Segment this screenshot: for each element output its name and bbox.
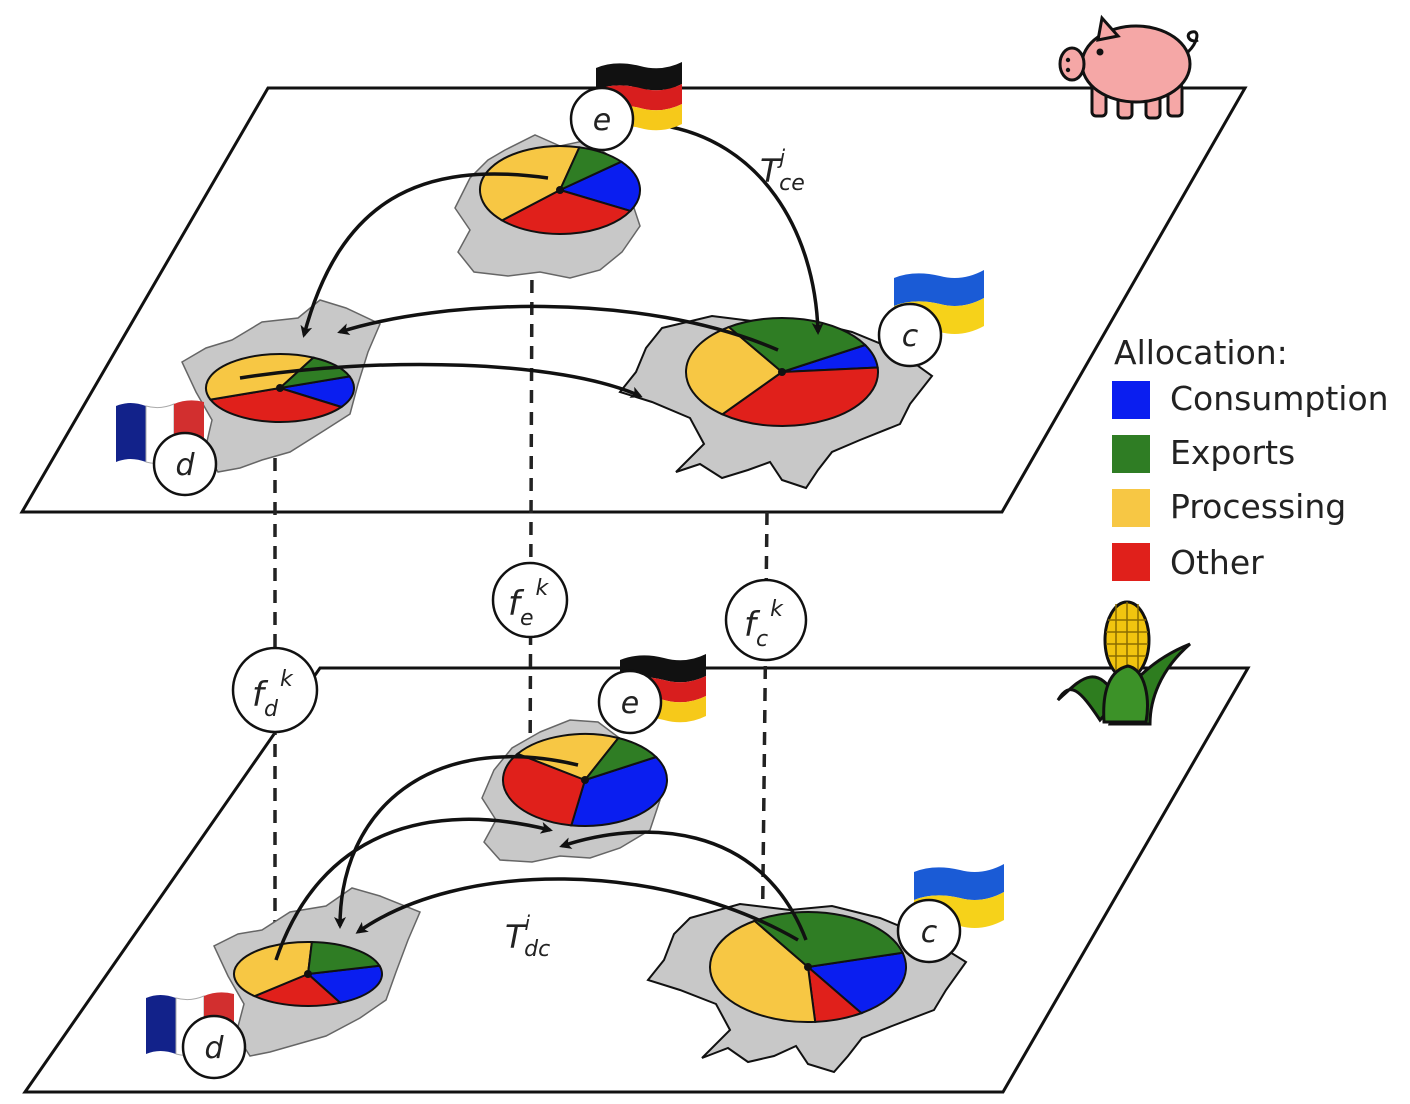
pie-slice-exports (752, 911, 905, 969)
pie-top-c (685, 317, 879, 427)
top-flow-label-sub: ce (779, 171, 805, 196)
pie-slice-consumption (570, 755, 668, 827)
pie-slice-consumption (805, 951, 907, 1015)
pie-slice-other (502, 752, 587, 827)
flow-arrow-c-to-d-bottom (355, 877, 799, 942)
pie-top-e (479, 145, 641, 235)
pie-center-dot (778, 368, 786, 376)
pie-center-dot (304, 970, 312, 978)
pie-slice-processing (233, 941, 313, 998)
bottom-layer-flows (274, 754, 808, 961)
link-factor-e: fek (491, 561, 569, 639)
node-label-d: d (175, 448, 195, 483)
link-factor-e-sup: k (536, 576, 550, 601)
flow-arrow-e-to-d (300, 172, 549, 338)
bottom-flow-label-sub: dc (524, 937, 550, 962)
top-flow-label-main: T (760, 152, 782, 190)
bottom-flow-label-main: T (505, 918, 527, 956)
legend-label-exports: Exports (1170, 433, 1295, 472)
legend-swatch-other (1112, 543, 1150, 581)
country-node-e: e (569, 86, 635, 152)
link-factor-c-sup: k (770, 597, 784, 622)
top-flow-label-sup: j (777, 145, 786, 169)
link-factor-d-sub: d (264, 697, 279, 722)
pie-slice-consumption (557, 160, 641, 213)
country-node-d: d (152, 431, 218, 497)
pie-bottom-c (709, 911, 907, 1023)
flow-arrow-e-to-c (659, 123, 824, 335)
legend: Allocation: Consumption Exports Processi… (1112, 333, 1389, 582)
pie-slice-consumption (279, 375, 355, 409)
pie-center-dot (556, 186, 564, 194)
pie-slice-exports (582, 736, 658, 782)
flow-arrow-c-to-d (337, 304, 779, 352)
bottom-flow-label-sup: i (525, 911, 531, 935)
pie-slice-exports (276, 356, 352, 390)
legend-title: Allocation: (1114, 333, 1288, 372)
pie-slice-processing (685, 325, 784, 416)
corn-icon (1056, 600, 1191, 726)
legend-label-processing: Processing (1170, 487, 1346, 526)
pie-slice-processing (479, 145, 581, 222)
flow-arrow-d-to-c (239, 362, 643, 398)
legend-label-other: Other (1170, 543, 1264, 582)
pie-slice-other (252, 972, 343, 1007)
flow-arrow-e-to-d-bottom (334, 754, 579, 929)
country-node-e-bottom: e (597, 669, 663, 735)
link-factor-c: fck (724, 578, 808, 662)
legend-swatch-exports (1112, 435, 1150, 473)
pie-bottom-e (502, 733, 668, 827)
legend-swatch-consumption (1112, 381, 1150, 419)
top-layer-flows (239, 123, 824, 398)
flow-arrow-c-to-e-bottom (559, 830, 808, 941)
pie-slice-other (499, 188, 633, 235)
pie-slice-exports (557, 146, 624, 193)
link-factor-d: fdk (231, 646, 319, 734)
svg-text:fck: fck (744, 597, 784, 652)
pie-slice-exports (306, 941, 382, 976)
node-label-e: e (593, 103, 611, 138)
node-label-e-bottom: e (621, 686, 639, 721)
link-line-e (528, 257, 534, 783)
pie-bottom-d (233, 941, 383, 1007)
link-factor-c-sub: c (756, 627, 768, 652)
pie-top-d (205, 353, 355, 423)
pie-center-dot (581, 776, 589, 784)
flow-arrow-d-to-e-bottom (274, 817, 553, 961)
pie-center-dot (804, 963, 812, 971)
legend-swatch-processing (1112, 489, 1150, 527)
pie-slice-consumption (305, 964, 383, 1004)
pie-slice-other (208, 386, 344, 423)
pie-center-dot (276, 384, 284, 392)
pie-slice-exports (726, 317, 868, 374)
legend-label-consumption: Consumption (1170, 379, 1389, 418)
link-factor-e-sub: e (520, 606, 534, 631)
node-label-c-bottom: c (921, 915, 938, 950)
pig-icon (1058, 14, 1199, 120)
country-node-d-bottom: d (181, 1014, 247, 1080)
country-node-c: c (877, 302, 943, 368)
pie-slice-other (720, 366, 879, 427)
node-label-d-bottom: d (204, 1031, 224, 1066)
pie-charts (205, 145, 907, 1023)
link-factor-d-sup: k (280, 667, 294, 692)
country-node-c-bottom: c (896, 898, 962, 964)
node-label-c: c (902, 319, 919, 354)
pie-slice-processing (709, 919, 817, 1023)
